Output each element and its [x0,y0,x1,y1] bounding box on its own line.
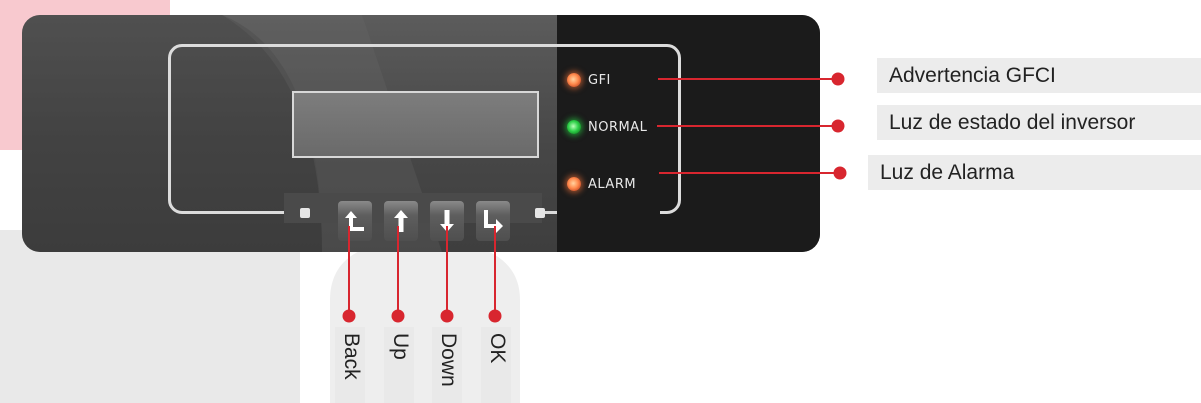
back-arrow-icon [345,211,364,231]
inverter-front-panel: GFI NORMAL ALARM [22,15,820,252]
down-key-label: Down [432,327,462,403]
alarm-light-callout: Luz de Alarma [868,155,1201,190]
frame-end-marker-left [300,208,310,218]
lcd-display [292,91,539,158]
inverter-status-callout: Luz de estado del inversor [877,105,1201,140]
down-arrow-icon [440,210,454,232]
back-key-label: Back [335,327,365,403]
gfi-indicator-label: GFI [588,73,611,88]
gfi-indicator-led [567,73,581,87]
back-key-label-text: Back [340,333,363,380]
up-key-label-text: Up [389,333,412,360]
back-button[interactable] [338,201,372,241]
ok-key-label-text: OK [486,333,509,364]
gfci-warning-callout: Advertencia GFCI [877,58,1201,93]
frame-end-marker-right [535,208,545,218]
alarm-indicator-led [567,177,581,191]
ok-key-label: OK [481,327,511,403]
ok-button[interactable] [476,201,510,241]
down-key-label-text: Down [437,333,460,387]
alarm-indicator-label: ALARM [588,177,637,192]
up-button[interactable] [384,201,418,241]
up-key-label: Up [384,327,414,403]
normal-indicator-label: NORMAL [588,120,648,135]
enter-arrow-icon [484,210,503,233]
up-arrow-icon [394,210,408,232]
normal-indicator-led [567,120,581,134]
down-button[interactable] [430,201,464,241]
